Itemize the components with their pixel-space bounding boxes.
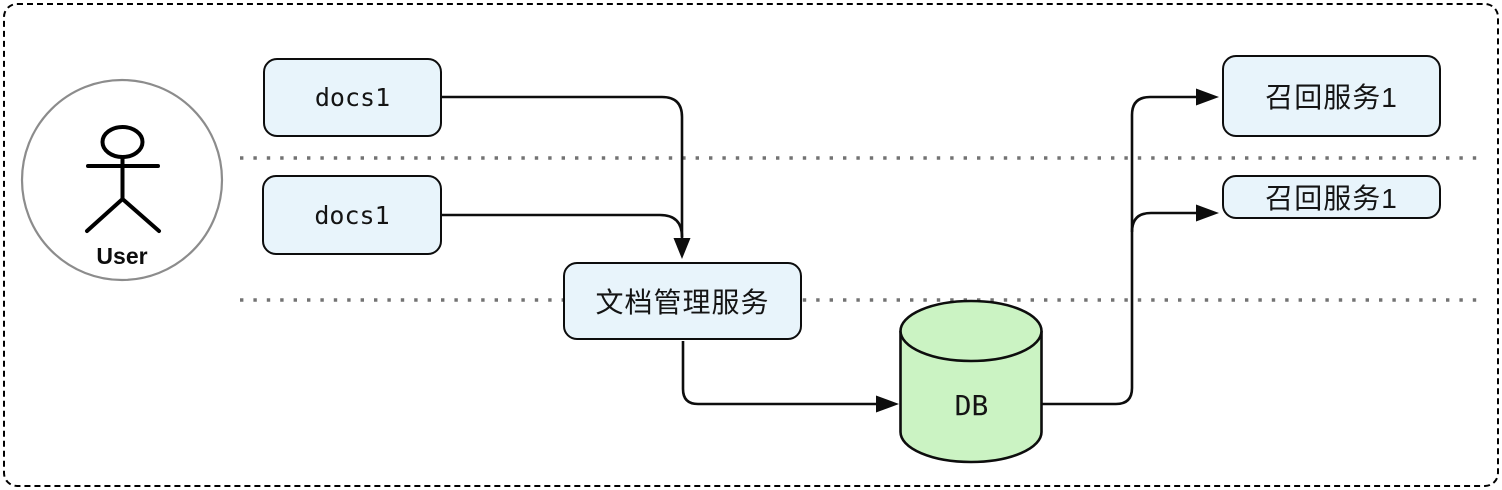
connector-db-to-recall-top — [1042, 95, 1198, 406]
node-docs1-top-label: docs1 — [314, 83, 391, 112]
arrowhead-down-icon — [673, 238, 691, 259]
stick-figure-icon — [85, 125, 161, 233]
connector-doc-service-to-db — [681, 341, 877, 406]
arrowheads — [673, 88, 1219, 413]
node-recall-service-top-label: 召回服务1 — [1265, 82, 1398, 113]
arrowhead-right-db-icon — [876, 395, 899, 413]
node-docs1-bottom: docs1 — [262, 175, 442, 255]
db-label: DB — [954, 388, 989, 422]
db-cylinder-body — [899, 331, 1043, 464]
connector-docs1-top-to-doc-service — [442, 95, 684, 241]
connector-docs1-bottom-to-doc-service — [442, 213, 684, 238]
node-recall-service-bottom-label: 召回服务1 — [1265, 183, 1398, 214]
node-doc-service: 文档管理服务 — [563, 262, 802, 340]
separator-lines — [240, 156, 1477, 302]
arrowhead-right-recall-bottom-icon — [1196, 204, 1219, 222]
connector-db-to-recall-bottom — [1130, 211, 1198, 233]
db-cylinder-top — [899, 299, 1043, 363]
db-cylinder — [899, 299, 1043, 464]
arrowhead-right-recall-top-icon — [1196, 88, 1219, 106]
node-recall-service-bottom: 召回服务1 — [1222, 175, 1441, 219]
node-recall-service-top: 召回服务1 — [1222, 55, 1441, 137]
actor-label: User — [96, 242, 148, 269]
node-docs1-top: docs1 — [263, 58, 442, 137]
connectors — [442, 95, 1198, 406]
node-docs1-bottom-label: docs1 — [314, 200, 390, 230]
user-actor — [20, 78, 224, 282]
node-doc-service-label: 文档管理服务 — [595, 287, 770, 318]
